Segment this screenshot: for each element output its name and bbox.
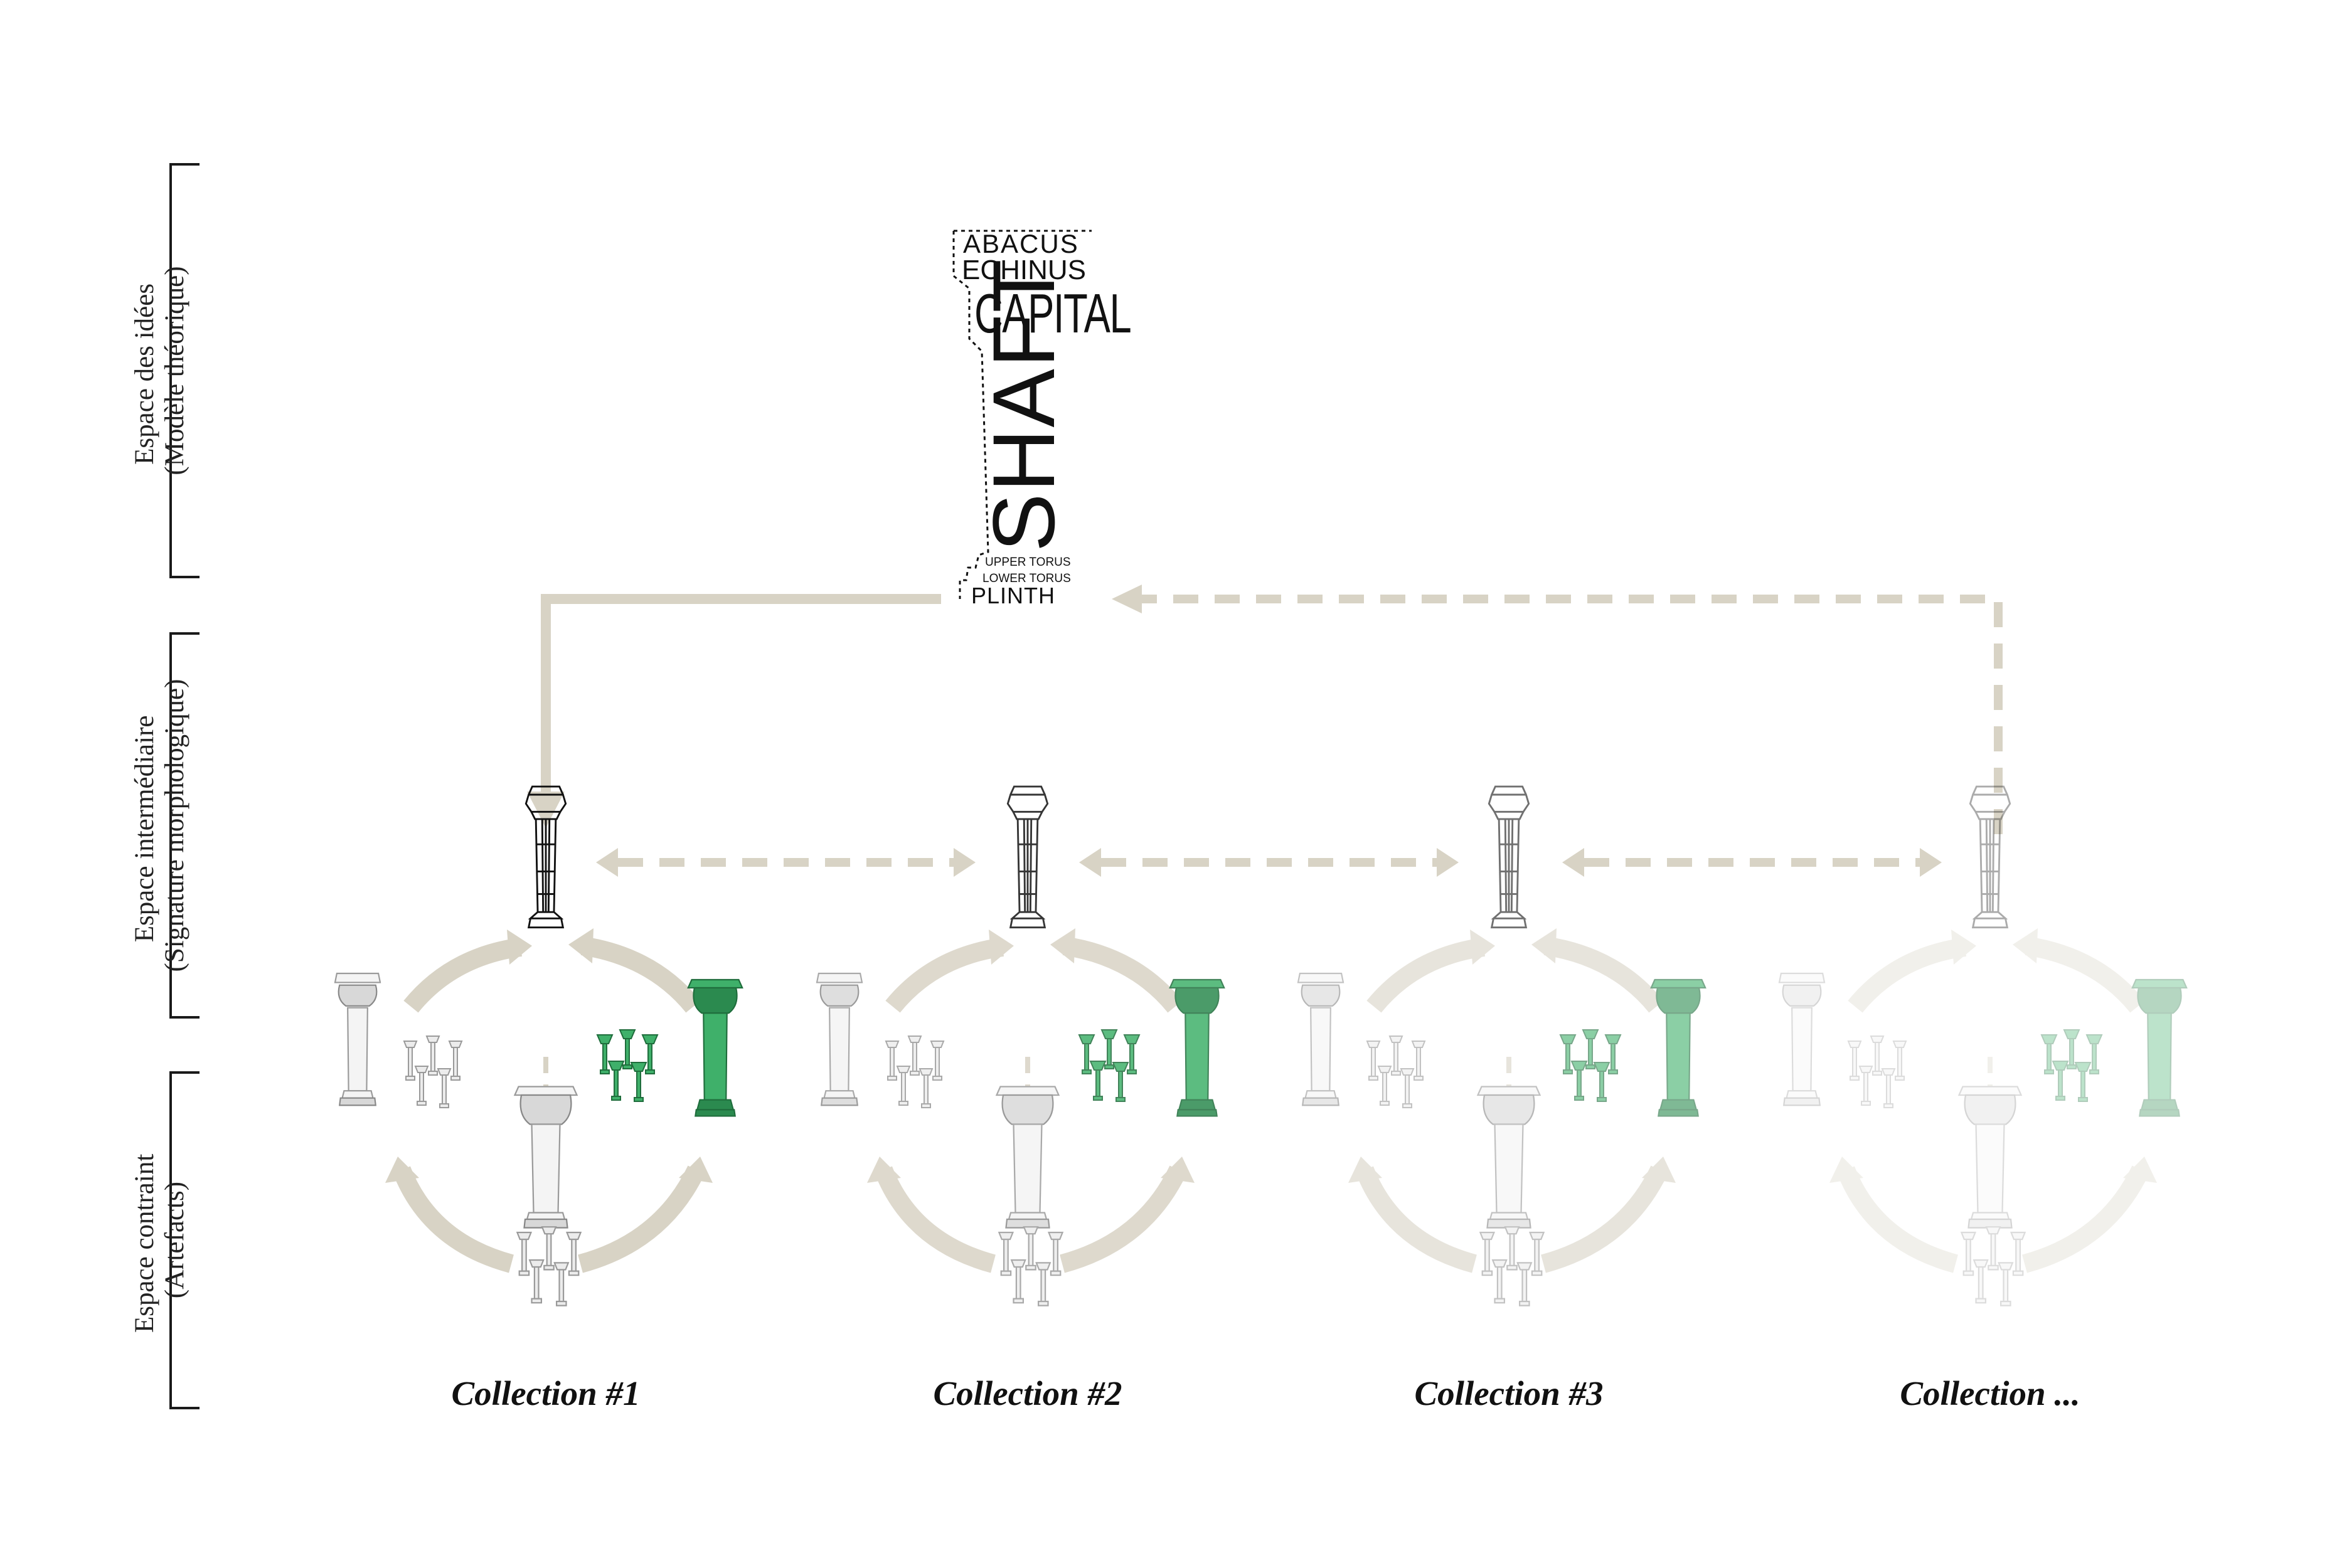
part-plinth: PLINTH: [971, 583, 1055, 608]
space-constrained-subtitle: (Artefacts): [160, 1182, 189, 1298]
space-constrained: Espace contraint (Artefacts): [130, 1071, 200, 1409]
space-ideas-subtitle: (Modèle théorique): [160, 266, 189, 475]
flow-arrows: [527, 585, 2003, 877]
part-echinus: ECHINUS: [962, 255, 1086, 285]
part-abacus: ABACUS: [963, 229, 1079, 258]
space-intermediate: Espace intermédiaire (Signature morpholo…: [130, 632, 200, 1019]
part-shaft: SHAFT: [974, 258, 1073, 552]
ideal-column-model: ABACUS ECHINUS CAPITAL SHAFT UPPER TORUS…: [952, 229, 1132, 608]
collection-2: Collection #2: [817, 787, 1224, 1412]
collection-3: Collection #3: [1298, 787, 1705, 1412]
collection-2-title: Collection #2: [934, 1374, 1122, 1412]
svg-text:Espace contraint (Artefa: Espace contraint (Artefacts): [130, 1147, 189, 1333]
svg-text:Espace des idées (Modèle: Espace des idées (Modèle théorique): [130, 266, 189, 475]
collection-1-title: Collection #1: [452, 1374, 641, 1412]
space-constrained-title: Espace contraint: [130, 1154, 159, 1333]
space-ideas: Espace des idées (Modèle théorique): [130, 163, 200, 578]
part-lower-torus: LOWER TORUS: [982, 572, 1071, 585]
part-capital: CAPITAL: [974, 283, 1131, 345]
collection-3-title: Collection #3: [1415, 1374, 1604, 1412]
part-upper-torus: UPPER TORUS: [985, 556, 1071, 569]
svg-text:Espace intermédiaire (Si: Espace intermédiaire (Signature morpholo…: [130, 679, 189, 972]
collection-more: Collection ...: [1779, 787, 2186, 1412]
dashed-return-arrow-head: [1112, 585, 1142, 613]
solid-arrow-head: [527, 792, 565, 828]
collection-1: Collection #1: [335, 787, 742, 1412]
space-ideas-title: Espace des idées: [130, 283, 159, 465]
collection-more-title: Collection ...: [1900, 1374, 2080, 1412]
space-intermediate-title: Espace intermédiaire: [130, 716, 159, 943]
space-intermediate-subtitle: (Signature morphologique): [160, 679, 189, 972]
